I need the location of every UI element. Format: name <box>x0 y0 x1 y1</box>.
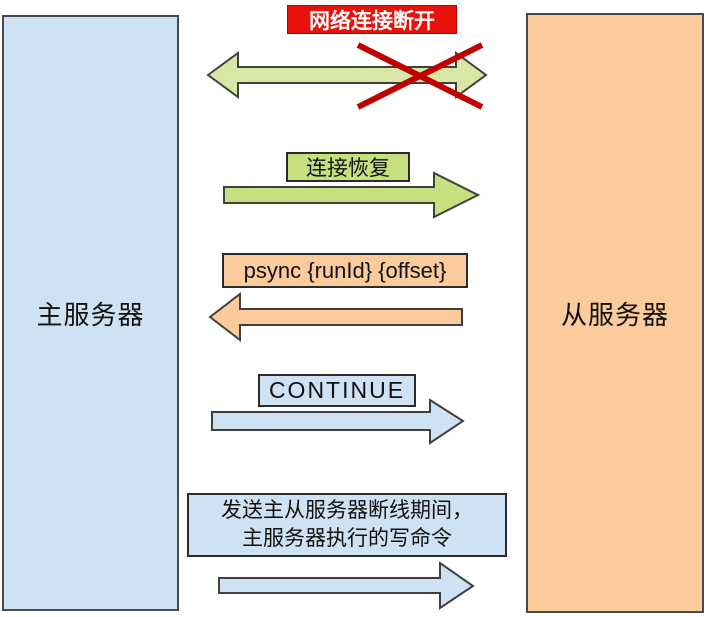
reconnect-label-box: 连接恢复 <box>286 152 410 182</box>
continue-label-box: CONTINUE <box>258 374 416 407</box>
reconnect-label: 连接恢复 <box>306 157 390 180</box>
bidirectional-arrow-icon <box>206 51 488 99</box>
send-commands-line2: 主服务器执行的写命令 <box>242 527 452 550</box>
master-server-label: 主服务器 <box>36 299 145 330</box>
psync-left-arrow-icon <box>208 292 463 342</box>
psync-label: psync {runId} {offset} <box>243 257 447 283</box>
network-disconnect-label: 网络连接断开 <box>309 9 435 33</box>
send-commands-right-arrow-icon <box>218 561 475 610</box>
master-server-box: 主服务器 <box>2 15 179 611</box>
continue-right-arrow-icon <box>211 398 465 445</box>
send-commands-line1: 发送主从服务器断线期间， <box>221 499 473 522</box>
disconnect-x-icon <box>356 42 484 110</box>
slave-server-box: 从服务器 <box>526 13 704 613</box>
slave-server-label: 从服务器 <box>560 299 669 330</box>
send-commands-label-box: 发送主从服务器断线期间， 主服务器执行的写命令 <box>187 493 507 557</box>
continue-label: CONTINUE <box>268 377 406 403</box>
reconnect-right-arrow-icon <box>223 171 481 219</box>
psync-label-box: psync {runId} {offset} <box>222 253 468 288</box>
network-disconnect-banner: 网络连接断开 <box>287 5 457 34</box>
